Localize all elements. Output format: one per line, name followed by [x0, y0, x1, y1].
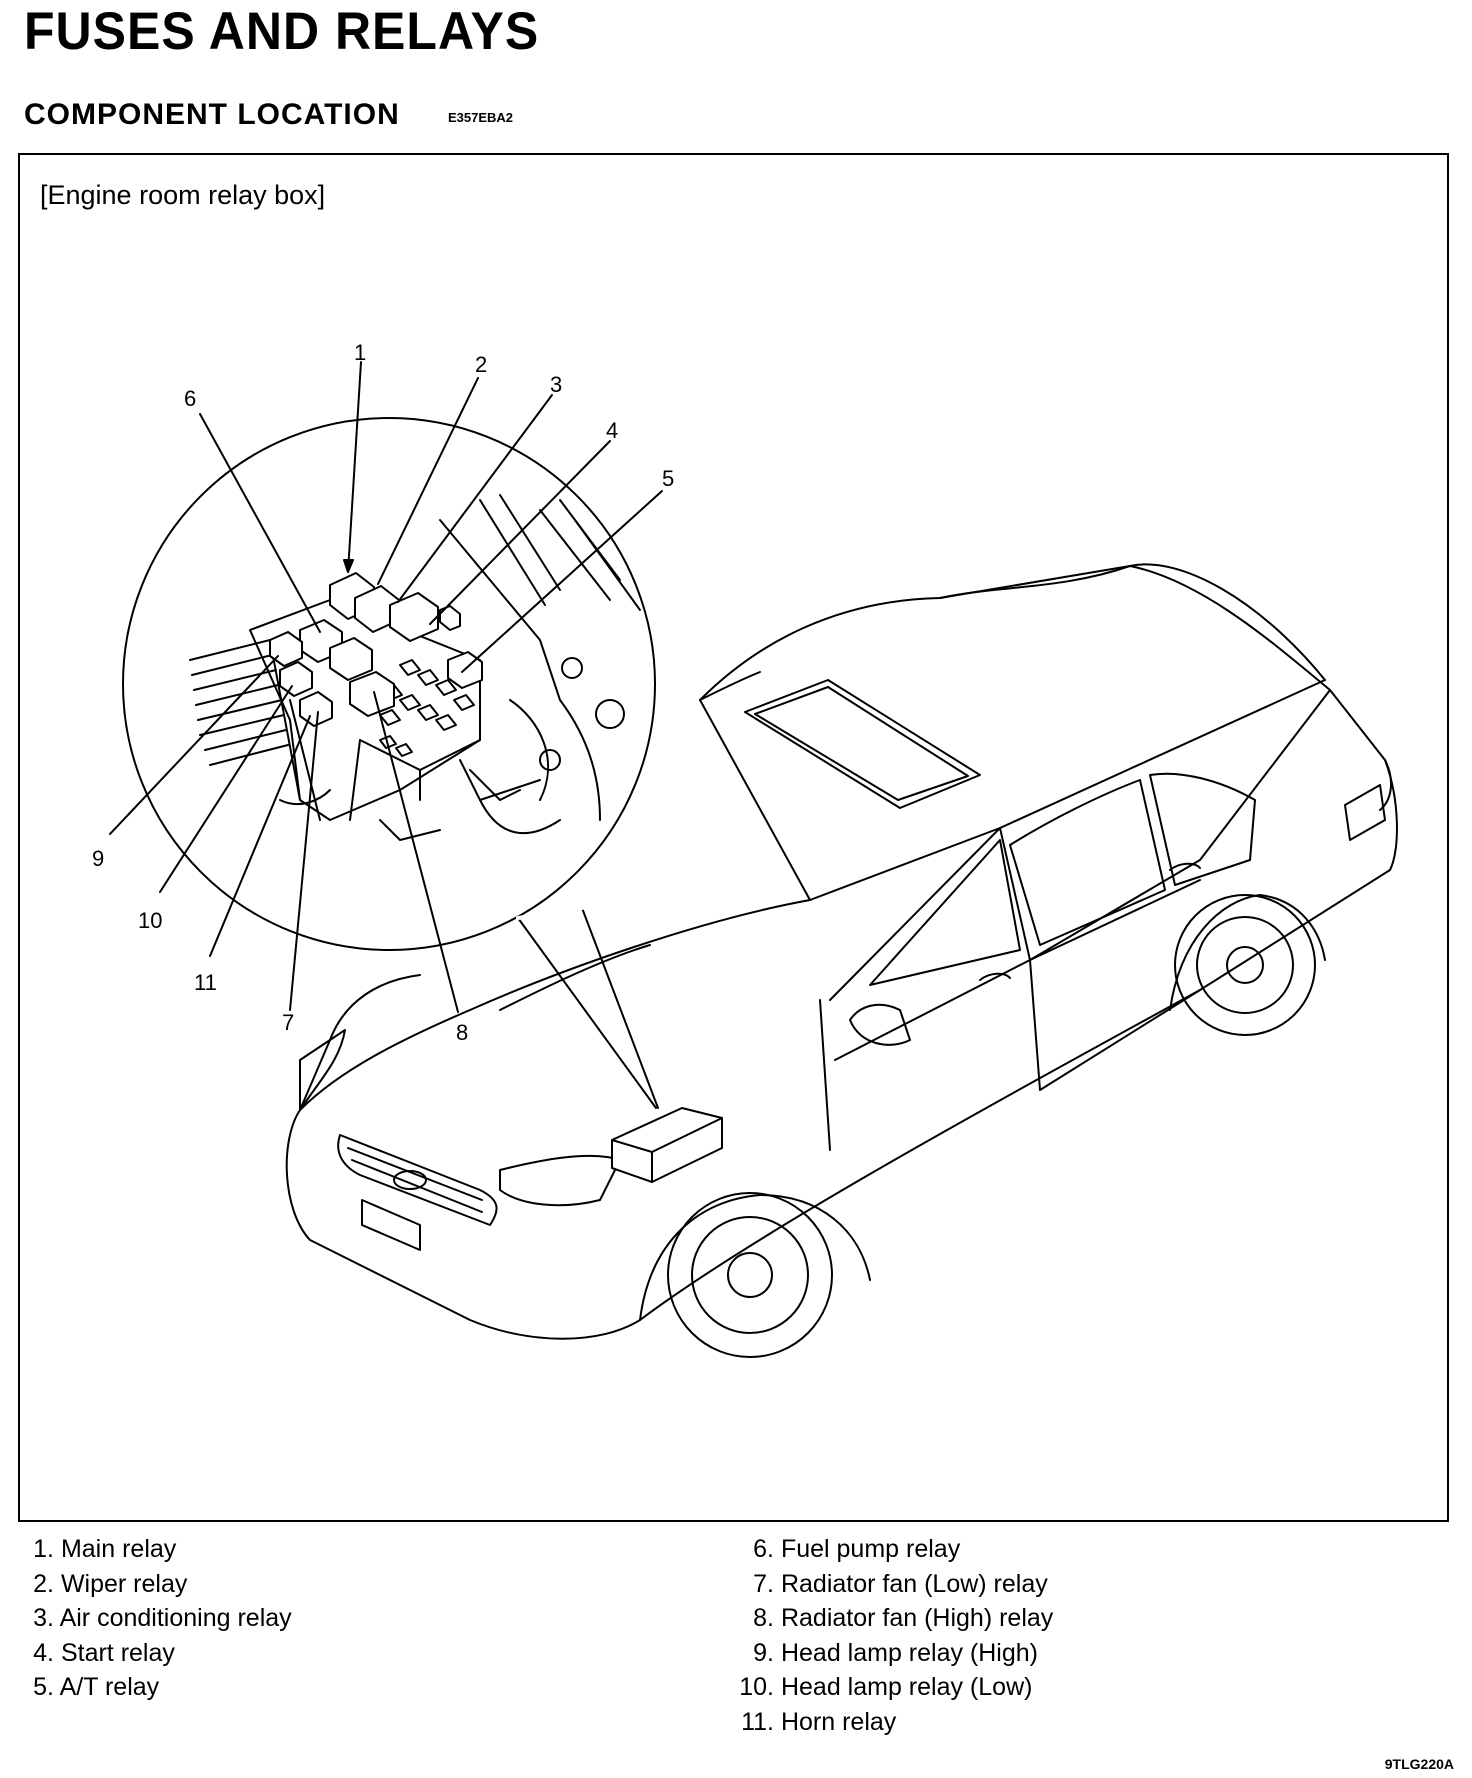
section-code: E357EBA2	[448, 110, 514, 125]
legend-right: 6. Fuel pump relay 7. Radiator fan (Low)…	[728, 1532, 1053, 1739]
legend-label: Radiator fan (High) relay	[780, 1604, 1054, 1632]
legend-label: Fuel pump relay	[780, 1535, 961, 1563]
page-title: FUSES AND RELAYS	[24, 1, 540, 61]
legend-label: Main relay	[60, 1535, 177, 1563]
legend-label: A/T relay	[59, 1673, 160, 1701]
legend-item: 4. Start relay	[24, 1636, 292, 1671]
figure-frame	[18, 153, 1449, 1522]
legend-number: 3.	[33, 1604, 54, 1632]
legend-item: 10. Head lamp relay (Low)	[728, 1670, 1053, 1705]
legend-label: Head lamp relay (Low)	[780, 1673, 1033, 1701]
legend-number: 8.	[753, 1604, 774, 1632]
section-title: COMPONENT LOCATION	[24, 98, 400, 131]
callout-1: 1	[354, 340, 366, 365]
callout-5: 5	[662, 466, 674, 491]
legend-label: Air conditioning relay	[59, 1604, 292, 1632]
callout-4: 4	[606, 418, 618, 443]
callout-2: 2	[475, 352, 487, 377]
legend-item: 6. Fuel pump relay	[728, 1532, 1053, 1567]
car-illustration	[285, 563, 1398, 1358]
legend-label: Horn relay	[780, 1707, 897, 1736]
callout-numbers: 1 2 3 4 5 6 7 8 9 10 11	[92, 340, 674, 1045]
legend-item: 1. Main relay	[24, 1532, 292, 1567]
legend-number: 5.	[33, 1673, 54, 1701]
legend-number: 2.	[33, 1569, 54, 1598]
legend-item: 7. Radiator fan (Low) relay	[728, 1567, 1053, 1602]
legend-item: 5. A/T relay	[24, 1670, 292, 1705]
legend-label: Wiper relay	[60, 1569, 188, 1598]
legend-number: 7.	[753, 1569, 774, 1598]
legend-label: Head lamp relay (High)	[780, 1638, 1038, 1667]
legend-label: Start relay	[60, 1638, 175, 1667]
legend-item: 8. Radiator fan (High) relay	[728, 1601, 1053, 1636]
figure-caption: [Engine room relay box]	[40, 180, 326, 210]
legend-item: 9. Head lamp relay (High)	[728, 1636, 1053, 1671]
legend-number: 1.	[33, 1535, 54, 1563]
relay-location-diagram: 1 2 3 4 5 6 7 8 9 10 11	[92, 340, 1398, 1358]
legend-label: Radiator fan (Low) relay	[780, 1569, 1048, 1598]
legend-number: 9.	[753, 1638, 774, 1667]
callout-3: 3	[550, 372, 562, 397]
legend-number: 4.	[33, 1638, 54, 1667]
callout-9: 9	[92, 846, 104, 871]
legend-item: 3. Air conditioning relay	[24, 1601, 292, 1636]
legend-number: 6.	[753, 1535, 774, 1563]
legend-number: 11.	[741, 1707, 774, 1736]
callout-7: 7	[282, 1010, 294, 1035]
callout-8: 8	[456, 1020, 468, 1045]
legend-item: 11. Horn relay	[728, 1705, 1053, 1740]
legend-left: 1. Main relay 2. Wiper relay 3. Air cond…	[24, 1532, 292, 1705]
figure-code: 9TLG220A	[1384, 1756, 1454, 1772]
callout-10: 10	[138, 908, 162, 933]
callout-6: 6	[184, 386, 196, 411]
leader-lines	[109, 361, 663, 1013]
detail-callout-circle	[122, 417, 659, 1109]
legend-item: 2. Wiper relay	[24, 1567, 292, 1602]
legend-number: 10.	[739, 1673, 774, 1701]
callout-11: 11	[194, 970, 217, 995]
